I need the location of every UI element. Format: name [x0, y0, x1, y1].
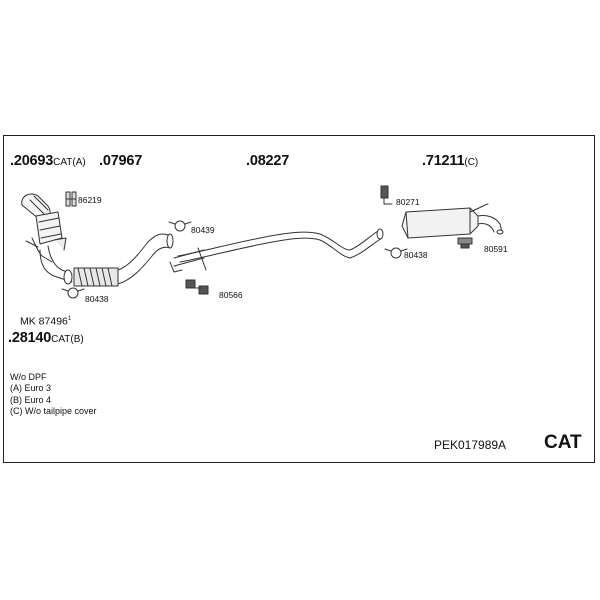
part-suffix: CAT(A)	[53, 157, 86, 168]
part-80439: 80439	[191, 225, 215, 235]
rubber-mount-80271-icon	[381, 186, 392, 204]
notes-block: W/o DPF (A) Euro 3 (B) Euro 4 (C) W/o ta…	[10, 372, 97, 417]
part-number: .20693	[10, 153, 54, 169]
part-number: .71211	[422, 153, 465, 169]
part-80438-left: 80438	[85, 294, 109, 304]
note-line: (A) Euro 3	[10, 383, 52, 394]
rear-silencer-icon	[402, 204, 503, 238]
part-label-07967: .07967	[99, 153, 142, 169]
part-80591: 80591	[484, 244, 508, 254]
clamp-80438-right-icon	[385, 248, 407, 258]
note-line: (C) W/o tailpipe cover	[10, 405, 97, 416]
part-label-20693: .20693CAT(A)	[10, 153, 86, 169]
diagram-frame	[3, 135, 595, 463]
part-80438-right: 80438	[404, 250, 428, 260]
rubber-mount-80566-icon	[186, 280, 208, 294]
part-80566: 80566	[219, 290, 243, 300]
note-line: (B) Euro 4	[10, 394, 52, 405]
mk-number: 87496	[38, 315, 68, 328]
mounting-kit-label: MK 874961	[20, 316, 71, 327]
rubber-mount-80591-icon	[458, 238, 472, 248]
part-number: .28140	[8, 330, 52, 346]
mk-superscript: 1	[67, 316, 72, 322]
part-86219: 86219	[78, 195, 102, 205]
part-suffix: (C)	[464, 157, 479, 168]
part-80271: 80271	[396, 197, 420, 207]
clamp-80438-left-icon	[62, 288, 84, 298]
catalytic-converter-icon	[22, 194, 72, 284]
part-suffix: CAT(B)	[51, 334, 84, 345]
hanger-86219-icon	[66, 192, 76, 206]
part-label-71211: .71211(C)	[422, 153, 478, 169]
mk-prefix: MK	[20, 315, 36, 328]
cat-label: CAT	[544, 432, 582, 453]
flex-pipe-icon	[74, 234, 173, 286]
note-line: W/o DPF	[10, 372, 47, 382]
clamp-80439-icon	[169, 221, 191, 231]
part-label-08227: .08227	[246, 153, 289, 169]
kit-code: PEK017989A	[434, 438, 507, 452]
part-number: .08227	[246, 153, 290, 169]
middle-pipe-icon	[170, 229, 383, 272]
part-label-28140: .28140CAT(B)	[8, 330, 84, 346]
part-number: .07967	[99, 153, 143, 169]
